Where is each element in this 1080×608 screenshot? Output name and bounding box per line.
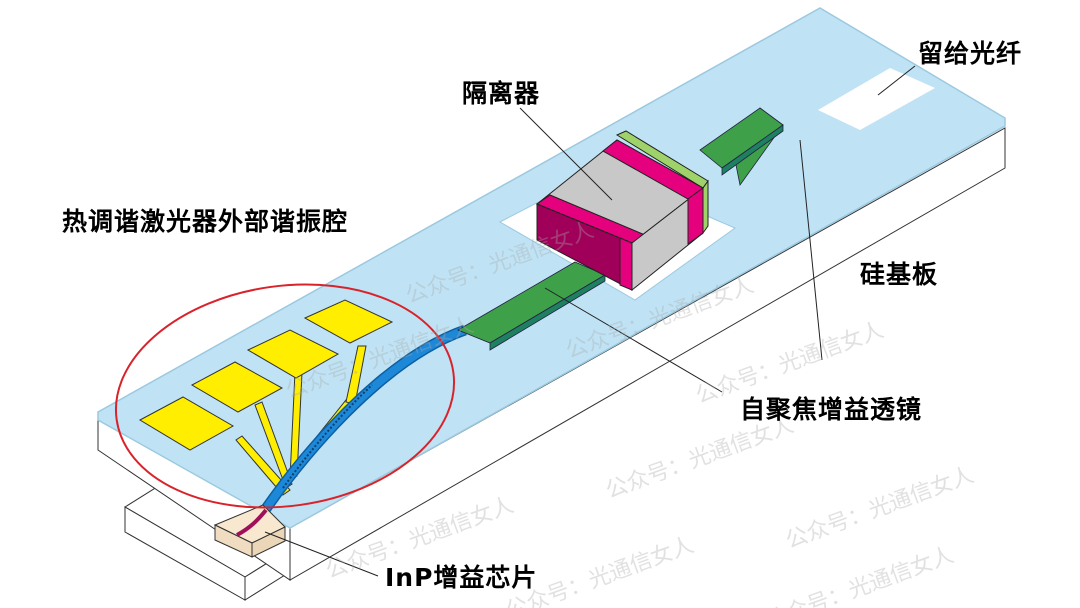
leader-lines (264, 65, 916, 577)
label-silicon-substrate: 硅基板 (860, 260, 939, 289)
label-fiber-slot: 留给光纤 (918, 39, 1023, 68)
grin-lens-2 (699, 107, 784, 186)
label-inp-gain-chip: InP增益芯片 (385, 563, 538, 592)
label-isolator: 隔离器 (462, 79, 541, 108)
label-grin-lens: 自聚焦增益透镜 (740, 395, 923, 424)
highlight-ellipse (114, 283, 456, 509)
isolator (535, 130, 709, 292)
fiber-slot (818, 68, 935, 130)
label-external-cavity: 热调谐激光器外部谐振腔 (62, 207, 349, 236)
